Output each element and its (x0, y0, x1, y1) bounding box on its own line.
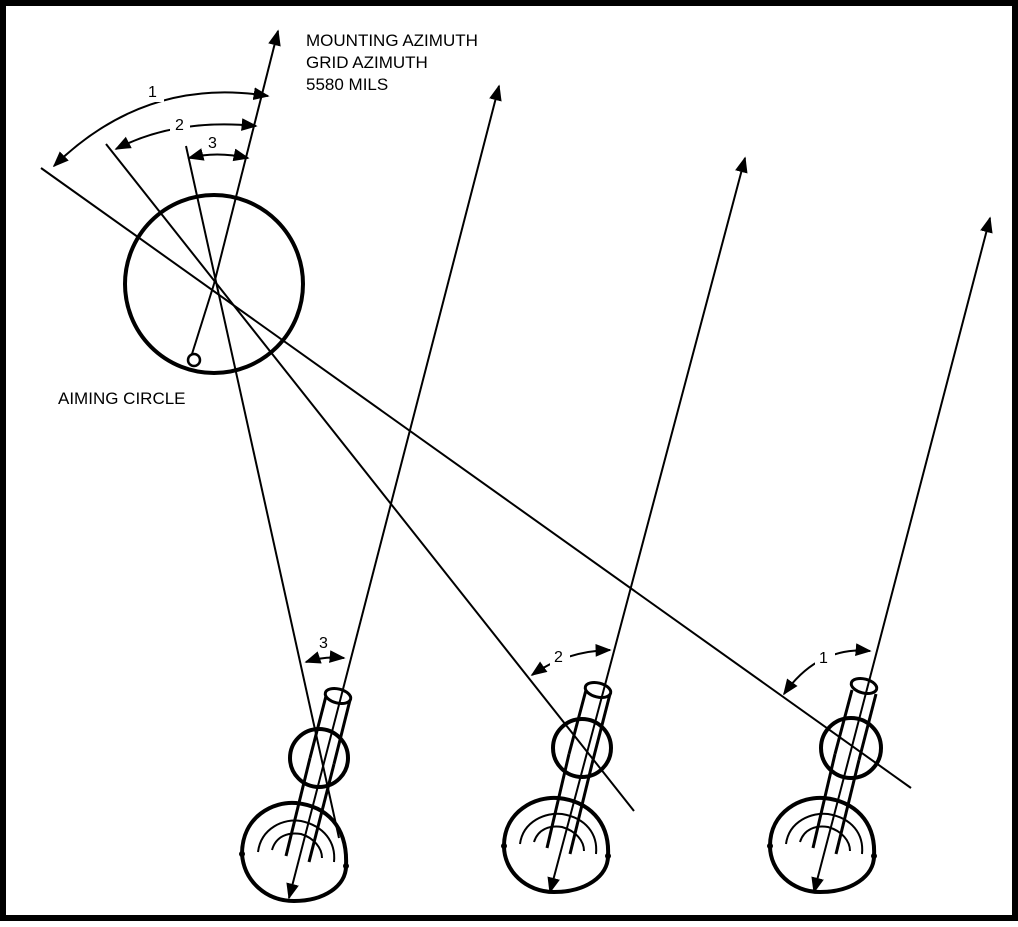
mortar-1-azimuth-line (286, 84, 502, 900)
mortar-angle-label-3: 3 (319, 635, 328, 652)
sight-line-1 (40, 167, 912, 789)
mortar-3-azimuth-line (811, 216, 993, 894)
angle-arc-1 (52, 87, 270, 168)
mortar-2-azimuth-line (547, 156, 748, 894)
mortar-angle-arc-3 (304, 650, 346, 664)
aiming-circle-knob (186, 352, 202, 368)
grid-azimuth-label: GRID AZIMUTH (306, 53, 428, 72)
mortar-angle-label-1: 1 (819, 650, 828, 667)
mortar-angle-arcs: 3 2 1 (304, 635, 872, 696)
angle-arc-3 (187, 148, 250, 162)
azimuth-diagram: 1 2 3 (40, 29, 993, 904)
angle-label-2: 2 (175, 117, 184, 134)
aiming-circle-angle-arcs: 1 2 3 (52, 80, 270, 168)
mortar-right (767, 677, 883, 895)
aiming-circle-label: AIMING CIRCLE (58, 389, 186, 408)
mils-label: 5580 MILS (306, 75, 388, 94)
mortar-middle-sight (551, 717, 613, 779)
angle-label-3: 3 (208, 135, 217, 152)
mortar-left (239, 687, 353, 904)
mortar-angle-label-2: 2 (554, 649, 563, 666)
mortar-middle (501, 681, 613, 895)
mortar-angle-arc-2 (530, 643, 612, 676)
sight-line-2 (105, 143, 635, 812)
aiming-circle-needle (191, 283, 215, 355)
mounting-azimuth-label: MOUNTING AZIMUTH (306, 31, 478, 50)
mortar-right-sight (819, 716, 883, 780)
angle-label-1: 1 (148, 84, 157, 101)
mortar-left-sight (288, 727, 350, 789)
